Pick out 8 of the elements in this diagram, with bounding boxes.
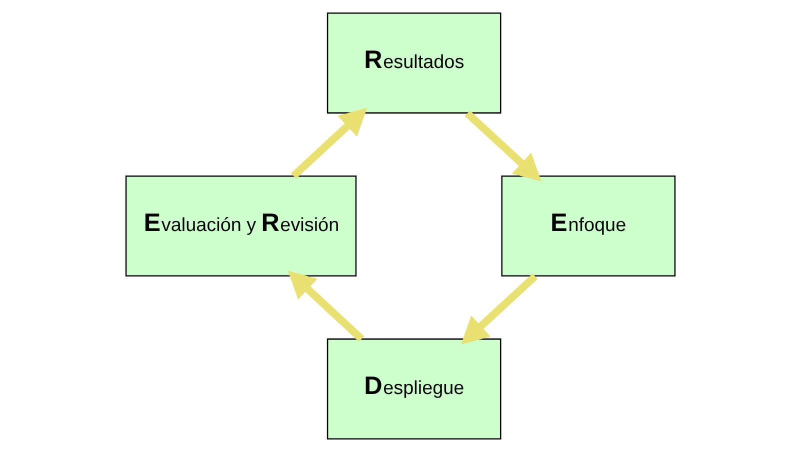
arrow bbox=[464, 110, 541, 182]
node-box: Evaluación y Revisión bbox=[124, 175, 356, 277]
arrow bbox=[290, 108, 367, 179]
node-box: Despliegue bbox=[326, 338, 501, 440]
node-box: Resultados bbox=[326, 12, 501, 114]
node-box: Enfoque bbox=[500, 175, 676, 277]
arrow bbox=[287, 270, 364, 342]
arrow bbox=[460, 273, 538, 344]
